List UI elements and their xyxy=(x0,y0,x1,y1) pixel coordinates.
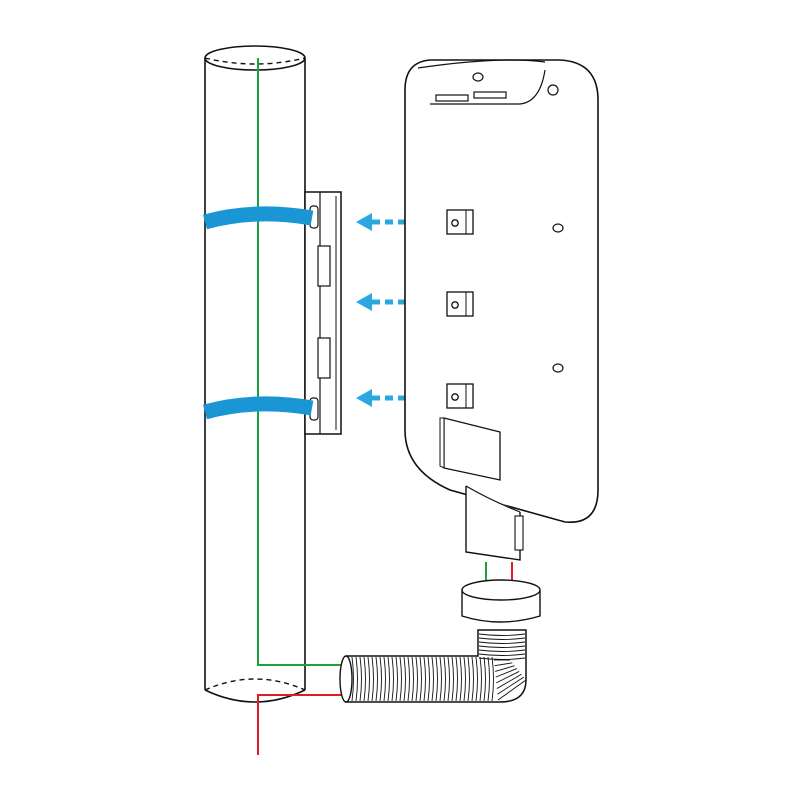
conduit-rib xyxy=(387,656,390,702)
pole xyxy=(204,45,306,703)
conduit-rib xyxy=(495,665,515,672)
conduit-rib xyxy=(391,656,394,702)
conduit-rib xyxy=(395,656,398,702)
device-top-lip xyxy=(417,59,546,69)
device-top-hole xyxy=(472,72,484,82)
conduit-rib xyxy=(471,656,474,702)
conduit-rib xyxy=(478,633,526,636)
conduit-rib xyxy=(497,679,527,701)
conduit-rib xyxy=(415,656,418,702)
conduit-rib xyxy=(455,656,458,702)
bracket-slot-2 xyxy=(317,337,331,379)
conduit-rib xyxy=(431,656,434,702)
dashed-arrow-left-icon xyxy=(356,293,432,311)
conduit-rib xyxy=(478,657,526,660)
straps xyxy=(202,206,314,420)
conduit-rib xyxy=(439,656,442,702)
device-body xyxy=(404,59,599,523)
conduit-end xyxy=(339,655,353,703)
conduit-rib xyxy=(496,673,522,689)
conduit-rib xyxy=(451,656,454,702)
conduit-rib xyxy=(478,645,526,648)
outlet-tab xyxy=(514,515,524,551)
conduit-rib xyxy=(359,656,362,702)
conduit-rib xyxy=(367,656,370,702)
red-wire-pole xyxy=(257,694,350,755)
conduit-rib xyxy=(443,656,446,702)
device-vent-left xyxy=(435,94,469,102)
conduit-rib xyxy=(423,656,426,702)
conduit-rib xyxy=(411,656,414,702)
strap-icon xyxy=(202,396,314,420)
cable-gland-icon xyxy=(461,579,541,623)
dashed-arrow-left-icon xyxy=(356,213,432,231)
conduit-rib xyxy=(399,656,402,702)
conduit-rib xyxy=(419,656,422,702)
conduit-rib xyxy=(475,656,478,702)
mounting-bracket xyxy=(304,191,342,435)
conduit-rib xyxy=(478,653,526,656)
conduit-rib xyxy=(407,656,410,702)
pole-body xyxy=(204,58,306,690)
device-hole-1 xyxy=(552,223,564,233)
conduit-rib xyxy=(447,656,450,702)
cable-outlet xyxy=(465,485,524,561)
conduit-rib xyxy=(427,656,430,702)
bracket-slot-1 xyxy=(317,245,331,287)
conduit-rib xyxy=(478,641,526,644)
conduit-rib xyxy=(494,662,513,667)
device-hole-2 xyxy=(552,363,564,373)
conduit-rib xyxy=(371,656,374,702)
mounting-peg xyxy=(446,383,474,409)
outlet-cut xyxy=(465,485,521,513)
conduit-rib xyxy=(351,656,354,702)
conduit-rib xyxy=(487,656,490,702)
conduit-rib xyxy=(491,656,494,702)
flexible-conduit-icon xyxy=(339,629,527,703)
device-screw-top xyxy=(547,84,559,96)
pole-top-hidden-edge xyxy=(204,57,306,65)
conduit-rib xyxy=(363,656,366,702)
conduit-rib xyxy=(478,637,526,640)
conduit-rib xyxy=(463,656,466,702)
device-vent-right xyxy=(473,91,507,99)
bracket-plate xyxy=(304,191,342,435)
conduit-ribs xyxy=(351,633,527,702)
mounting-peg xyxy=(446,291,474,317)
conduit-rib xyxy=(403,656,406,702)
conduit-rib xyxy=(497,676,524,695)
conduit-rib xyxy=(379,656,382,702)
conduit-rib xyxy=(483,656,486,702)
conduit-rib xyxy=(479,656,482,702)
conduit-rib xyxy=(467,656,470,702)
conduit-rib xyxy=(355,656,358,702)
green-wire-pole xyxy=(257,58,350,666)
device xyxy=(404,59,599,523)
strap-icon xyxy=(202,206,314,230)
conduit-rib xyxy=(496,671,520,684)
dashed-arrow-left-icon xyxy=(356,389,432,407)
pole-top-ellipse xyxy=(204,45,306,71)
conduit-rib xyxy=(435,656,438,702)
device-rear-panel xyxy=(439,417,501,481)
conduit-rib xyxy=(478,649,526,652)
conduit-rib xyxy=(495,668,518,678)
conduit-rib xyxy=(375,656,378,702)
mounting-peg xyxy=(446,209,474,235)
device-top-lip-2 xyxy=(430,69,546,105)
conduit-rib xyxy=(459,656,462,702)
arrows xyxy=(356,213,432,407)
pole-bottom-hidden-edge xyxy=(204,678,306,691)
conduit-rib xyxy=(383,656,386,702)
